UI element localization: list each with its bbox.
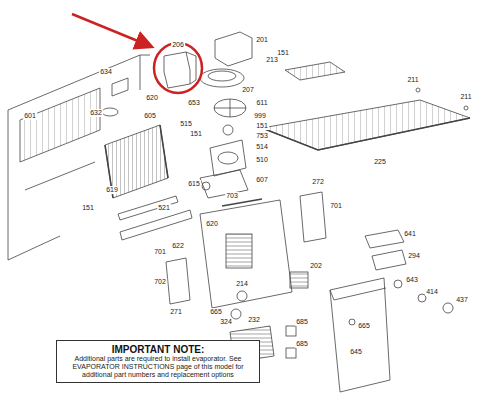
note-heading: IMPORTANT NOTE:	[62, 344, 254, 355]
callout-number: 515	[179, 120, 193, 128]
part-645	[330, 278, 390, 392]
callout-number: 232	[247, 316, 261, 324]
part-294	[372, 250, 406, 270]
shelf-frame	[262, 118, 470, 150]
callout-number: 272	[311, 178, 325, 186]
callout-number: 151	[255, 122, 269, 130]
fan-blade	[214, 99, 246, 117]
callout-number: 665	[357, 322, 371, 330]
highlight-circle	[154, 43, 202, 93]
callout-number: 510	[255, 156, 269, 164]
part-515	[223, 125, 233, 135]
callout-number: 653	[187, 99, 201, 107]
part-632	[102, 108, 118, 116]
part-643	[394, 280, 402, 288]
callout-number: 620	[205, 220, 219, 228]
part-211	[416, 88, 420, 92]
callout-number: 437	[455, 296, 469, 304]
evaporator-coil	[105, 125, 168, 198]
callout-number: 702	[153, 278, 167, 286]
fan-blade-vanes	[214, 99, 246, 117]
callout-number: 607	[255, 176, 269, 184]
callout-number: 645	[349, 348, 363, 356]
callout-number: 414	[425, 288, 439, 296]
part-641	[365, 230, 404, 248]
part-685	[286, 326, 296, 336]
callout-number: 685	[295, 340, 309, 348]
liner-rail	[25, 162, 95, 190]
part-665	[349, 319, 355, 325]
callout-number: 619	[105, 186, 119, 194]
callout-number: 643	[405, 276, 419, 284]
callout-number: 521	[157, 204, 171, 212]
callout-number: 605	[143, 112, 157, 120]
bucket-rim	[330, 288, 386, 300]
callout-number: 701	[329, 202, 343, 210]
panel-bar	[222, 199, 262, 206]
callout-number: 271	[169, 308, 183, 316]
part-634	[112, 78, 128, 96]
note-body: Additional parts are required to install…	[62, 355, 254, 379]
part-206-side	[186, 52, 196, 84]
callout-number: 701	[153, 248, 167, 256]
callout-number: 225	[373, 158, 387, 166]
callout-number: 202	[309, 262, 323, 270]
callout-number: 211	[459, 93, 472, 101]
part-201	[215, 32, 252, 66]
callout-number: 211	[406, 76, 419, 84]
callout-number: 201	[255, 36, 269, 44]
part-703	[200, 200, 292, 308]
callout-number: 294	[407, 252, 421, 260]
callout-number: 601	[23, 112, 37, 120]
callout-number: 207	[241, 86, 255, 94]
part-202	[290, 272, 308, 288]
panel-grille	[226, 234, 252, 268]
callout-number: 703	[225, 192, 239, 200]
highlight-arrow	[72, 14, 150, 46]
callout-number: 634	[99, 68, 113, 76]
part-615	[202, 182, 210, 190]
part-701	[300, 192, 326, 242]
callout-number: 324	[219, 318, 233, 326]
part-211b	[464, 106, 468, 110]
part-213	[285, 62, 345, 80]
callout-number: 214	[235, 280, 249, 288]
callout-number: 611	[255, 99, 268, 107]
callout-number: 213	[265, 56, 279, 64]
part-685b	[286, 348, 296, 358]
freezer-shelf	[20, 88, 100, 162]
callout-number: 665	[209, 308, 223, 316]
part-206	[164, 52, 190, 88]
drain-trough	[120, 210, 192, 240]
callout-number: 999	[253, 112, 267, 120]
part-225	[262, 100, 470, 150]
callout-number: 151	[189, 130, 203, 138]
callout-number: 514	[255, 143, 269, 151]
callout-number: 753	[255, 132, 269, 140]
callout-number: 206	[171, 41, 185, 49]
part-207	[200, 69, 244, 87]
note-box: IMPORTANT NOTE:Additional parts are requ…	[56, 340, 260, 383]
part-271	[166, 258, 190, 304]
callout-number: 151	[81, 204, 95, 212]
part-607	[200, 170, 248, 198]
callout-number: 622	[171, 242, 185, 250]
callout-number: 615	[187, 180, 201, 188]
evaporator-ends	[105, 125, 168, 198]
part-437	[443, 303, 453, 313]
part-207-inner	[208, 71, 236, 81]
callout-number: 641	[403, 230, 417, 238]
callout-number: 632	[89, 109, 103, 117]
part-214	[237, 291, 247, 301]
motor-body	[218, 152, 238, 164]
callout-number: 685	[295, 318, 309, 326]
callout-number: 620	[145, 94, 159, 102]
